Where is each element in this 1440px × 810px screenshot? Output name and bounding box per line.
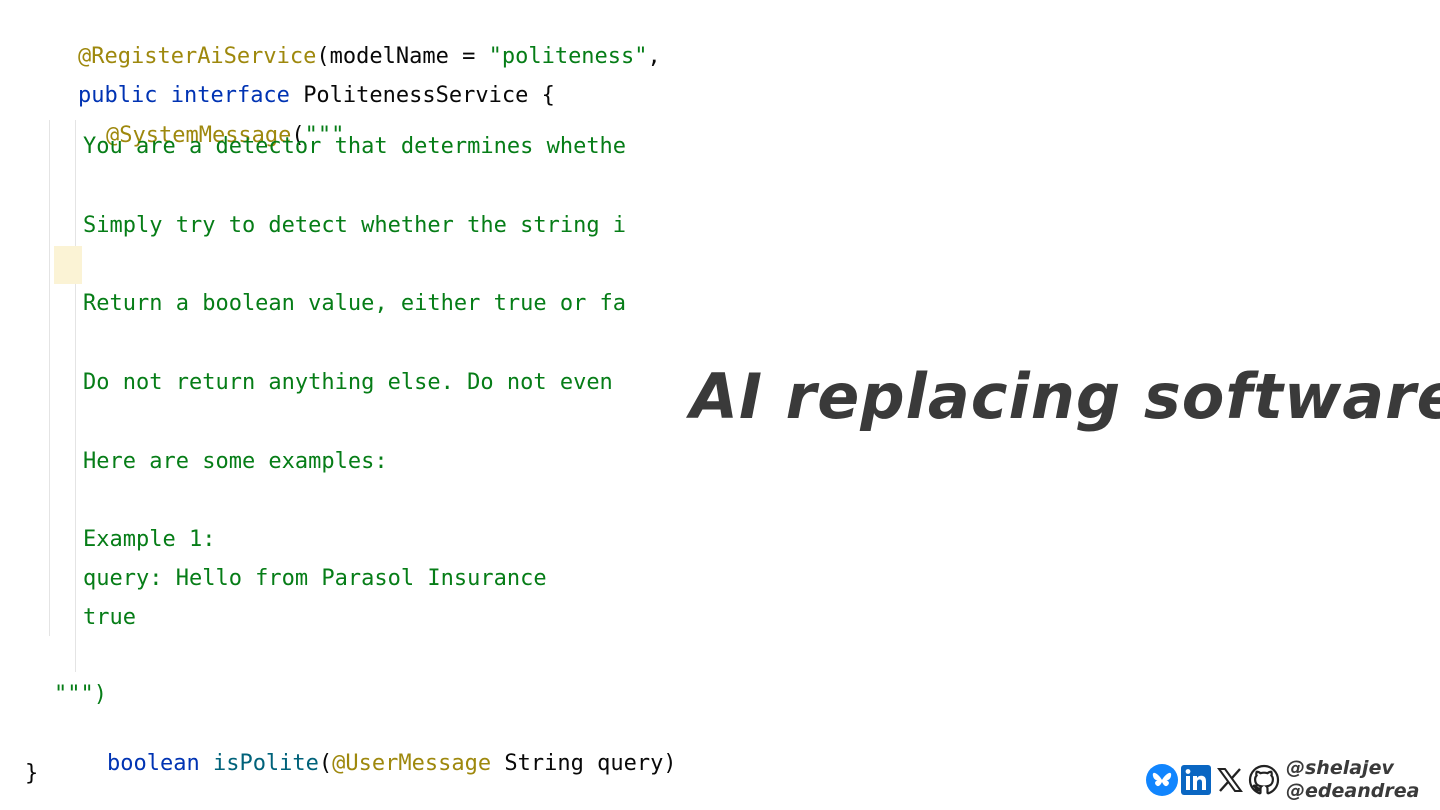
annotation-register-ai-service: @RegisterAiService — [77, 44, 317, 69]
handle-edeandrea[interactable]: @edeandrea — [1286, 780, 1420, 802]
bluesky-icon[interactable] — [1146, 764, 1178, 796]
prompt-text-line: true — [83, 605, 136, 630]
interface-name: PolitenessService { — [303, 83, 555, 108]
handle-shelajev[interactable]: @shelajev — [1286, 757, 1394, 779]
x-icon[interactable] — [1214, 764, 1246, 796]
prompt-text-line: Do not return anything else. Do not even — [83, 370, 613, 395]
prompt-text-line: Simply try to detect whether the string … — [83, 213, 627, 238]
prompt-text-line: Return a boolean value, either true or f… — [83, 291, 627, 316]
linkedin-icon[interactable] — [1180, 764, 1212, 796]
social-handles: @shelajev @edeandrea — [1286, 757, 1419, 803]
code-editor: @RegisterAiService(modelName = "politene… — [0, 0, 672, 810]
model-name-string: "politeness" — [488, 44, 648, 69]
method-name: isPolite — [212, 751, 319, 776]
indent-guide — [49, 120, 50, 636]
prompt-text-line: Here are some examples: — [83, 449, 388, 474]
code-line-close-brace: } — [25, 761, 39, 786]
text-block-close: """) — [54, 682, 107, 707]
github-icon[interactable] — [1248, 764, 1280, 796]
code-line-method: boolean isPolite(@UserMessage String que… — [106, 751, 672, 776]
prompt-text-line: Example 1: — [83, 527, 216, 552]
caret-line-highlight — [54, 246, 82, 284]
prompt-text-line: You are a detector that determines wheth… — [83, 134, 627, 159]
annotation-system-message: @SystemMessage — [105, 123, 292, 148]
slide-headline: AI replacing software — [690, 360, 1440, 433]
prompt-text-line: query: Hello from Parasol Insurance — [83, 566, 547, 591]
social-footer: @shelajev @edeandrea — [1146, 756, 1419, 804]
code-line-system-message: @SystemMessage(""" — [105, 123, 345, 148]
indent-guide — [75, 120, 76, 672]
code-line-interface: public interface PolitenessService { — [77, 83, 555, 108]
code-line-annotation: @RegisterAiService(modelName = "politene… — [77, 44, 661, 69]
annotation-user-message: @UserMessage — [332, 751, 492, 776]
